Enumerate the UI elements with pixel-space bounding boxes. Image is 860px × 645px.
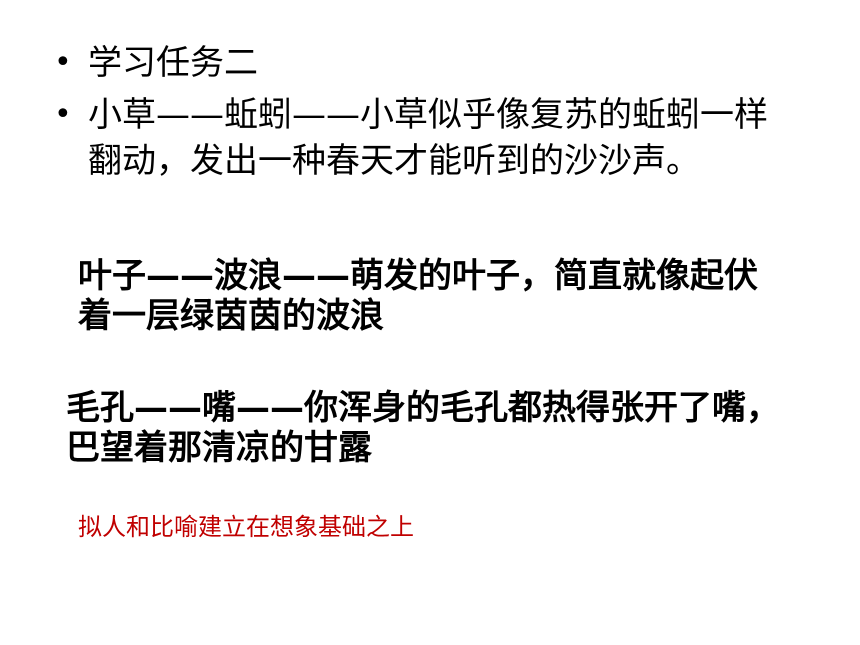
task-title: 学习任务二: [88, 43, 258, 83]
bullet-item-task: • 学习任务二: [50, 40, 790, 86]
grass-sentence: 小草——蚯蚓——小草似乎像复苏的蚯蚓一样翻动，发出一种春天才能听到的沙沙声。: [88, 95, 768, 181]
bullet-list: • 学习任务二 • 小草——蚯蚓——小草似乎像复苏的蚯蚓一样翻动，发出一种春天才…: [50, 40, 790, 190]
summary-note: 拟人和比喻建立在想象基础之上: [78, 513, 414, 541]
leaf-wave-sentence: 叶子——波浪——萌发的叶子，简直就像起伏着一层绿茵茵的波浪: [78, 256, 758, 336]
bullet-dot: •: [54, 45, 72, 80]
bullet-item-grass: • 小草——蚯蚓——小草似乎像复苏的蚯蚓一样翻动，发出一种春天才能听到的沙沙声。: [50, 92, 790, 184]
bullet-dot: •: [54, 97, 72, 132]
pore-mouth-sentence: 毛孔——嘴——你浑身的毛孔都热得张开了嘴，巴望着那清凉的甘露: [66, 388, 780, 468]
